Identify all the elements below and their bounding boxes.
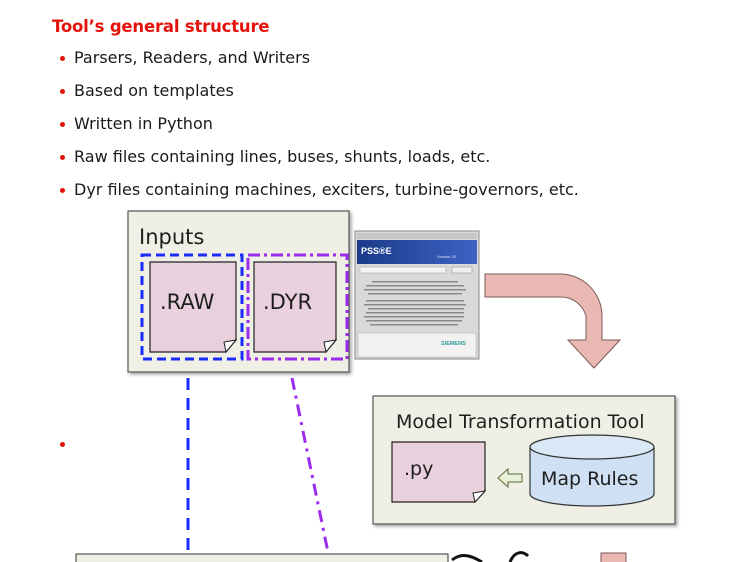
partial-curve-1 bbox=[451, 554, 483, 562]
dyr-connector-line bbox=[290, 377, 332, 562]
bullet-text: Written in Python bbox=[74, 114, 213, 133]
dyr-file-label: .DYR bbox=[263, 290, 312, 314]
output-box-partial bbox=[75, 553, 449, 562]
bullet-dot-icon bbox=[60, 89, 65, 94]
model-transformation-tool-box: Model Transformation Tool .py Map Rules bbox=[372, 395, 676, 525]
bullet-dot-icon bbox=[60, 155, 65, 160]
dyr-file-icon bbox=[253, 261, 338, 354]
small-left-arrow-icon bbox=[497, 467, 523, 489]
partial-arrow-shape bbox=[600, 552, 627, 562]
py-file-icon bbox=[391, 441, 487, 504]
raw-file-icon bbox=[149, 261, 238, 354]
bullet-text: Raw files containing lines, buses, shunt… bbox=[74, 147, 491, 166]
dyr-group-outline bbox=[246, 253, 349, 361]
bullet-text: Dyr files containing machines, exciters,… bbox=[74, 180, 579, 199]
raw-group-outline bbox=[140, 253, 244, 361]
bullet-text: Based on templates bbox=[74, 81, 234, 100]
bullet-dot-icon bbox=[60, 188, 65, 193]
psse-version-text: Version 33 bbox=[437, 254, 457, 259]
partial-curve-2 bbox=[508, 551, 530, 562]
curved-flow-arrow bbox=[484, 273, 622, 369]
map-rules-label: Map Rules bbox=[541, 468, 638, 490]
psse-splash-screenshot: PSS®E Version 33 SIEMENS bbox=[354, 230, 480, 360]
inputs-box: Inputs .RAW .DYR bbox=[127, 210, 350, 373]
slide-heading: Tool’s general structure bbox=[52, 17, 270, 36]
map-rules-database-icon bbox=[529, 434, 655, 507]
bullet-text: Parsers, Readers, and Writers bbox=[74, 48, 311, 67]
bullet-dot-icon bbox=[60, 442, 65, 447]
py-file-label: .py bbox=[404, 458, 433, 480]
raw-file-label: .RAW bbox=[160, 290, 215, 314]
tool-label: Model Transformation Tool bbox=[396, 411, 645, 433]
inputs-label: Inputs bbox=[139, 225, 204, 249]
siemens-brand-text: SIEMENS bbox=[441, 341, 466, 347]
bullet-dot-icon bbox=[60, 122, 65, 127]
psse-logo-text: PSS®E bbox=[361, 246, 392, 256]
bullet-dot-icon bbox=[60, 56, 65, 61]
